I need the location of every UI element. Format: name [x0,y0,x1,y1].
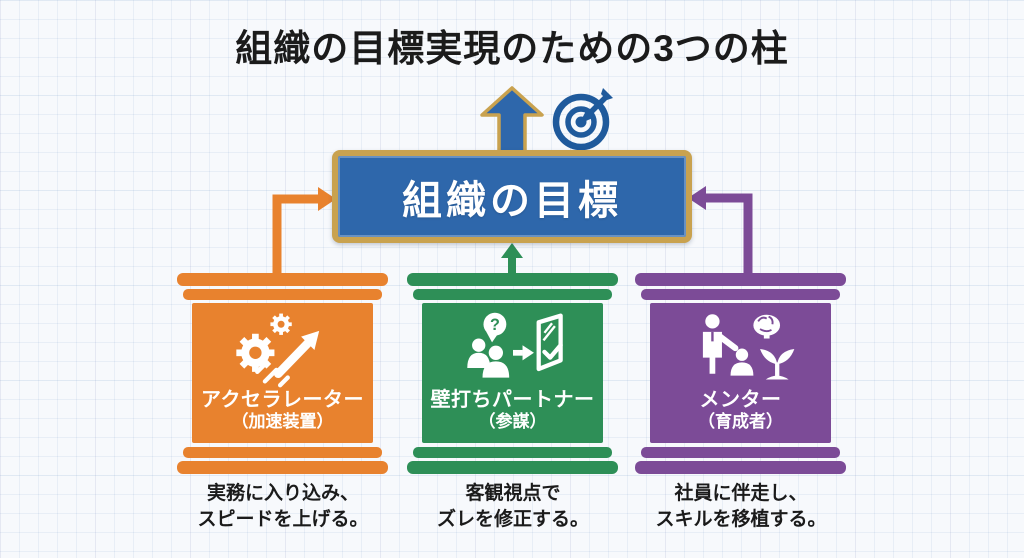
pillar-cap-upper [641,289,840,300]
caption-line: スピードを上げる。 [197,509,369,531]
pillar-base [635,461,846,474]
pillar-cap-lower [183,447,382,458]
discussion-mirror-icon: ? [466,312,563,378]
pillar-body: メンター （育成者） [650,303,831,443]
caption-line: 客観視点で [465,483,561,504]
question-mark: ? [489,316,499,334]
mentor-growth-icon [702,314,794,380]
caption-sounding-board: 客観視点で ズレを修正する。 [393,481,633,533]
pillar-base [407,461,618,474]
pillar-body: ? 壁打ちパートナー （参謀） [422,303,603,443]
caption-line: 社員に伴走し、 [674,483,808,504]
pillar-cap-top [407,273,618,286]
pillar-body: アクセラレーター （加速装置） [192,303,373,443]
goal-up-arrow-icon [480,86,544,155]
green-up-arrow [501,243,523,274]
pillar-cap-upper [413,289,612,300]
gears-rocket-arrow-icon [235,313,319,388]
pillar-accelerator: アクセラレーター （加速装置） [177,273,388,474]
pillar-name: 壁打ちパートナー [430,389,595,411]
purple-elbow-arrow [688,186,753,276]
pillar-cap-top [635,273,846,286]
page-title: 組織の目標実現のための3つの柱 [235,28,789,69]
orange-elbow-arrow [272,187,336,276]
pillar-name: メンター [699,389,782,411]
goal-box: 組織の目標 [332,150,692,243]
pillar-subtitle: （加速装置） [231,412,334,431]
pillar-subtitle: （育成者） [698,412,783,431]
pillar-subtitle: （参謀） [478,412,547,431]
pillar-mentor: メンター （育成者） [635,273,846,474]
dartboard-target-icon [552,88,613,151]
pillar-sounding-board: ? 壁打ちパートナー （参謀） [407,273,618,474]
pillar-cap-lower [641,447,840,458]
caption-line: ズレを修正する。 [436,509,589,531]
goal-label: 組織の目標 [402,178,622,223]
pillar-cap-lower [413,447,612,458]
pillar-base [177,461,388,474]
pillar-cap-top [177,273,388,286]
caption-line: 実務に入り込み、 [206,483,359,504]
caption-accelerator: 実務に入り込み、 スピードを上げる。 [163,481,403,533]
pillar-cap-upper [183,289,382,300]
caption-line: スキルを移植する。 [655,509,827,531]
caption-mentor: 社員に伴走し、 スキルを移植する。 [621,481,861,533]
pillar-name: アクセラレーター [201,389,364,411]
